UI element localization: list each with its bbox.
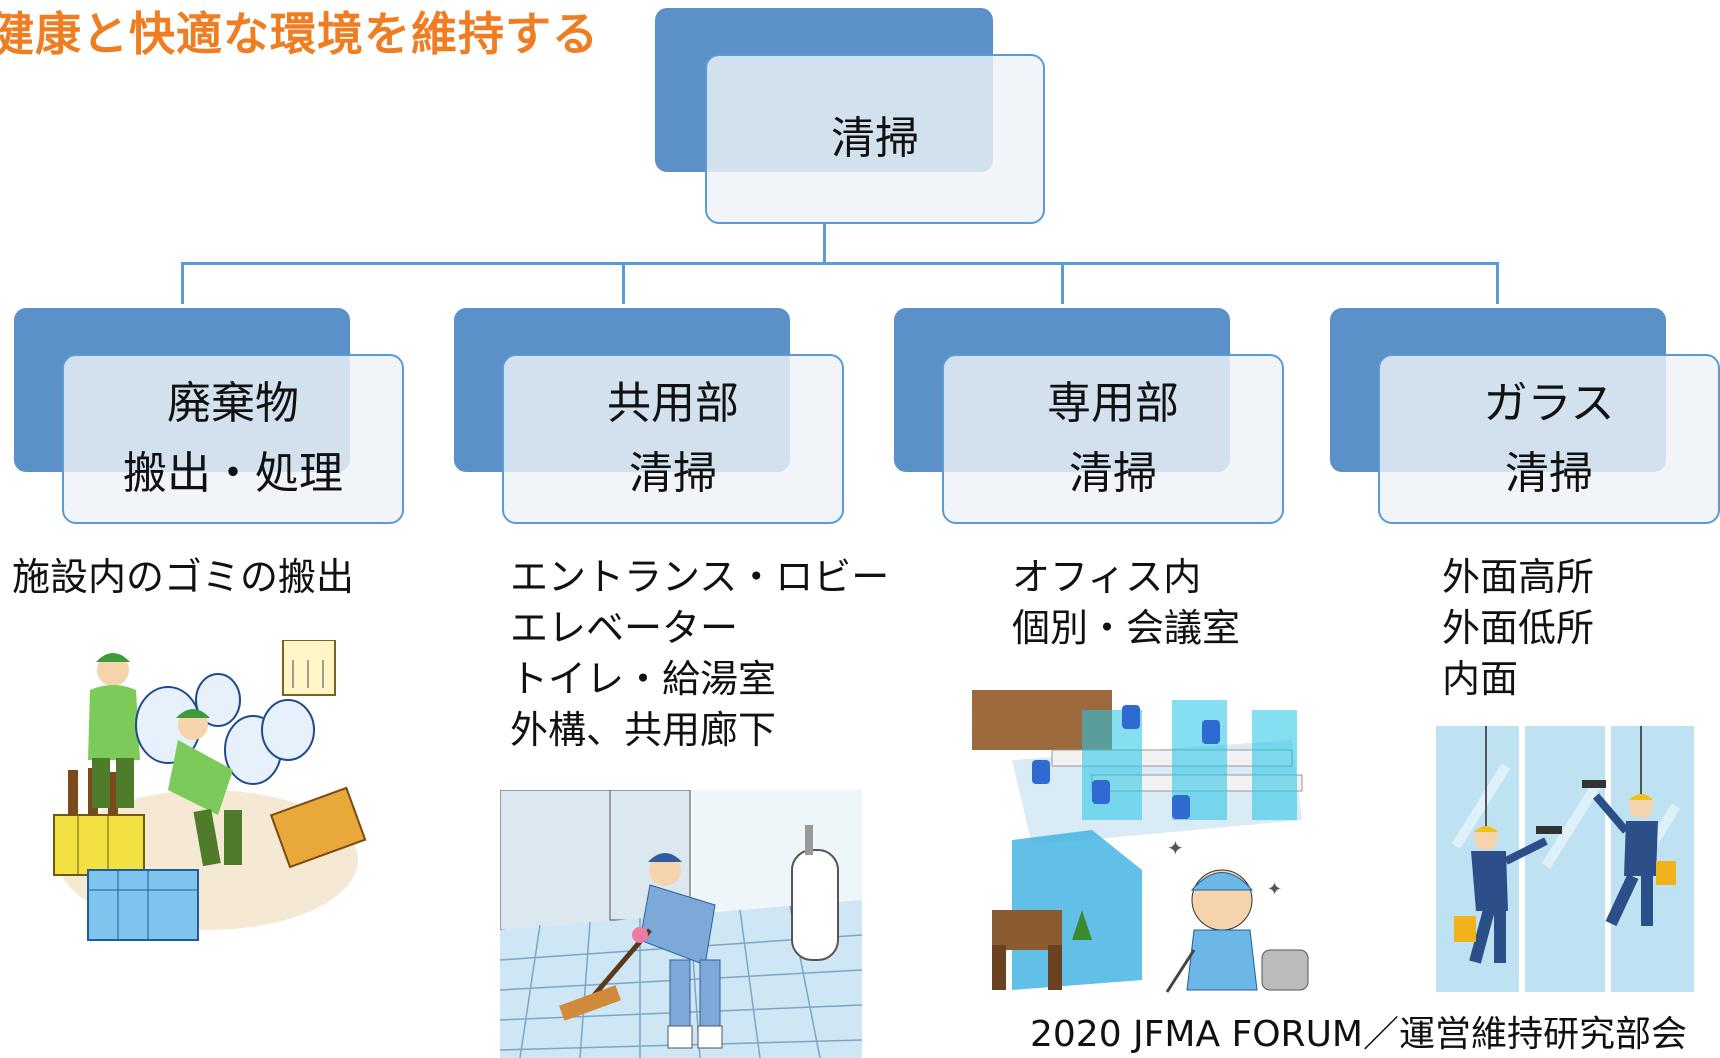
branch-description-glass: 外面高所 外面低所 内面 <box>1442 552 1594 705</box>
branch-node-private-area: 専用部 清掃 <box>942 354 1284 524</box>
branch-label-line-2: 清掃 <box>1505 448 1593 499</box>
root-node-label: 清掃 <box>831 113 919 164</box>
connector-branch-1 <box>181 262 184 304</box>
description-line: 個別・会議室 <box>1012 606 1241 650</box>
garbage-workers-illustration <box>53 640 367 941</box>
page-title: 健康と快適な環境を維持する <box>0 7 599 61</box>
branch-node-common-area: 共用部 清掃 <box>502 354 844 524</box>
branch-node-waste: 廃棄物 搬出・処理 <box>62 354 404 524</box>
description-line: 外面高所 <box>1442 555 1595 599</box>
description-line: オフィス内 <box>1012 555 1202 599</box>
branch-label-line-1: 専用部 <box>1047 378 1179 429</box>
svg-text:✦: ✦ <box>1267 879 1282 900</box>
branch-label-line-2: 清掃 <box>629 448 717 499</box>
branch-label-line-1: 廃棄物 <box>167 378 299 429</box>
description-line: 外面低所 <box>1442 606 1595 650</box>
branch-label-line-1: ガラス <box>1483 378 1615 429</box>
branch-description-private-area: オフィス内 個別・会議室 <box>1012 552 1240 654</box>
restroom-cleaning-illustration <box>500 790 862 1058</box>
svg-text:✦: ✦ <box>1167 836 1184 860</box>
root-node: 清掃 <box>705 54 1045 224</box>
description-line: エレベーター <box>510 606 739 650</box>
window-cleaning-illustration <box>1436 726 1694 992</box>
office-cleaning-illustration: ✦ ✦ <box>972 690 1309 993</box>
connector-horizontal <box>181 262 1498 265</box>
branch-label-line-1: 共用部 <box>607 378 739 429</box>
footer-credit: 2020 JFMA FORUM／運営維持研究部会 <box>1030 1014 1687 1055</box>
connector-branch-2 <box>622 262 625 304</box>
branch-description-common-area: エントランス・ロビー エレベーター トイレ・給湯室 外構、共用廊下 <box>510 552 889 756</box>
branch-label-line-2: 清掃 <box>1069 448 1157 499</box>
branch-description-waste: 施設内のゴミの搬出 <box>12 552 354 603</box>
connector-branch-4 <box>1496 262 1499 304</box>
branch-label-line-2: 搬出・処理 <box>123 448 343 499</box>
connector-root-stem <box>823 222 826 264</box>
description-line: 外構、共用廊下 <box>510 708 777 752</box>
description-line: 施設内のゴミの搬出 <box>12 555 355 599</box>
branch-node-glass: ガラス 清掃 <box>1378 354 1720 524</box>
description-line: エントランス・ロビー <box>510 555 890 599</box>
connector-branch-3 <box>1061 262 1064 304</box>
description-line: 内面 <box>1442 657 1519 701</box>
description-line: トイレ・給湯室 <box>510 657 777 701</box>
